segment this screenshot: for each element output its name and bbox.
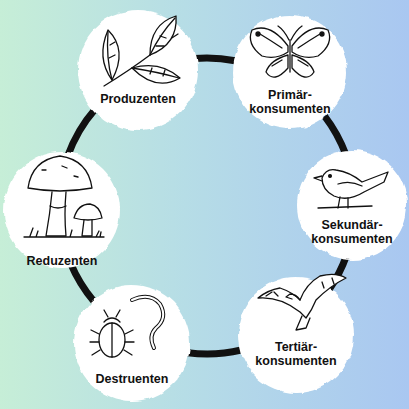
node-label: Produzenten (90, 92, 186, 106)
node-label: Destruenten (84, 372, 180, 386)
leaves-drawing (103, 16, 180, 86)
cycle-arc (71, 263, 94, 301)
node-label: Tertiär- konsumenten (248, 340, 344, 368)
node-label: Primär- konsumenten (242, 88, 338, 116)
beetle-drawing (90, 310, 134, 357)
cycle-arc (325, 116, 346, 154)
producer-circle: Produzenten (78, 10, 198, 130)
cycle-arc (188, 350, 241, 354)
worm-drawing (132, 297, 163, 348)
consumer-circle: Tertiär- konsumenten (238, 277, 354, 393)
cycle-arc (194, 58, 235, 61)
white-discs (4, 10, 407, 401)
node-label: Reduzenten (14, 254, 110, 268)
destruent-circle: Destruenten (74, 285, 190, 401)
cycle-arc (68, 109, 96, 157)
mushrooms-drawing (24, 156, 104, 237)
butterfly-drawing (250, 26, 329, 77)
consumer-circle: Primär- konsumenten (233, 15, 347, 129)
bird-drawing (314, 170, 388, 208)
node-label: Sekundär- konsumenten (304, 218, 400, 246)
consumer-circle: Sekundär- konsumenten (297, 150, 407, 260)
eagle-drawing (258, 274, 346, 330)
reducer-circle: Reduzenten (4, 152, 120, 268)
